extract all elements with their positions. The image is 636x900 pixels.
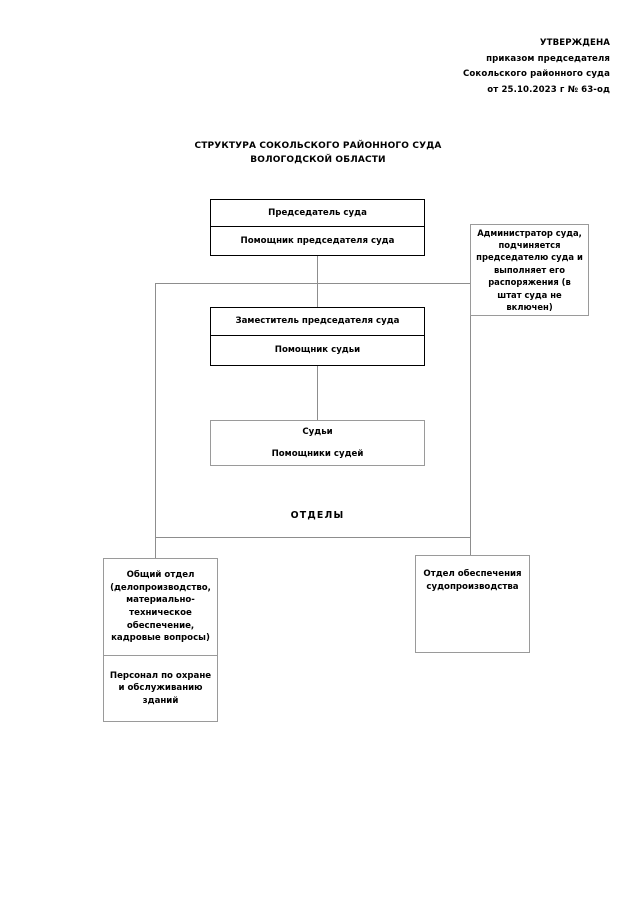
chart-title-line-2: ВОЛОГОДСКОЙ ОБЛАСТИ bbox=[250, 155, 386, 165]
connector-right-rail bbox=[470, 316, 471, 538]
connector-chairman-down bbox=[317, 256, 318, 307]
node-general-department[interactable]: Общий отдел (делопроизводство, материаль… bbox=[103, 558, 218, 722]
node-deputy-chairman[interactable]: Заместитель председателя суда Помощник с… bbox=[210, 307, 425, 366]
node-administrator-text: Администратор суда, подчиняется председа… bbox=[476, 227, 583, 313]
approval-block: УТВЕРЖДЕНА приказом председателя Сокольс… bbox=[463, 36, 610, 98]
node-proceedings-department-text: Отдел обеспечения судопроизводства bbox=[423, 569, 522, 592]
node-chairman-assistant: Помощник председателя суда bbox=[240, 235, 395, 246]
node-deputy-chairman-title: Заместитель председателя суда bbox=[211, 308, 424, 336]
node-general-department-text: Общий отдел (делопроизводство, материаль… bbox=[104, 559, 217, 656]
connector-left-rail bbox=[155, 283, 156, 538]
connector-bus-departments bbox=[155, 537, 471, 538]
node-chairman[interactable]: Председатель суда Помощник председателя … bbox=[210, 199, 425, 256]
node-judges[interactable]: Судьи Помощники судей bbox=[210, 420, 425, 466]
node-deputy-assistant-judge: Помощник судьи bbox=[274, 345, 361, 356]
approval-heading: УТВЕРЖДЕНА bbox=[539, 38, 610, 48]
chart-title: СТРУКТУРА СОКОЛЬСКОГО РАЙОННОГО СУДА ВОЛ… bbox=[0, 139, 636, 167]
node-administrator[interactable]: Администратор суда, подчиняется председа… bbox=[470, 224, 589, 316]
approval-line-4: от 25.10.2023 г № 63-од bbox=[487, 84, 610, 95]
connector-bus-upper bbox=[155, 283, 471, 284]
approval-line-3: Сокольского районного суда bbox=[463, 69, 610, 79]
departments-label: ОТДЕЛЫ bbox=[290, 510, 345, 521]
chart-title-line-1: СТРУКТУРА СОКОЛЬСКОГО РАЙОННОГО СУДА bbox=[194, 141, 442, 151]
node-proceedings-department[interactable]: Отдел обеспечения судопроизводства bbox=[415, 555, 530, 653]
connector-to-general-department bbox=[155, 537, 156, 558]
connector-to-proceedings-department bbox=[470, 537, 471, 555]
approval-line-2: приказом председателя bbox=[486, 53, 610, 64]
node-building-staff-text: Персонал по охране и обслуживанию зданий bbox=[109, 670, 212, 706]
node-chairman-title: Председатель суда bbox=[211, 200, 424, 227]
node-judges-assistants: Помощники судей bbox=[271, 448, 364, 459]
connector-deputy-to-judges bbox=[317, 366, 318, 420]
node-judges-title: Судьи bbox=[302, 426, 333, 437]
